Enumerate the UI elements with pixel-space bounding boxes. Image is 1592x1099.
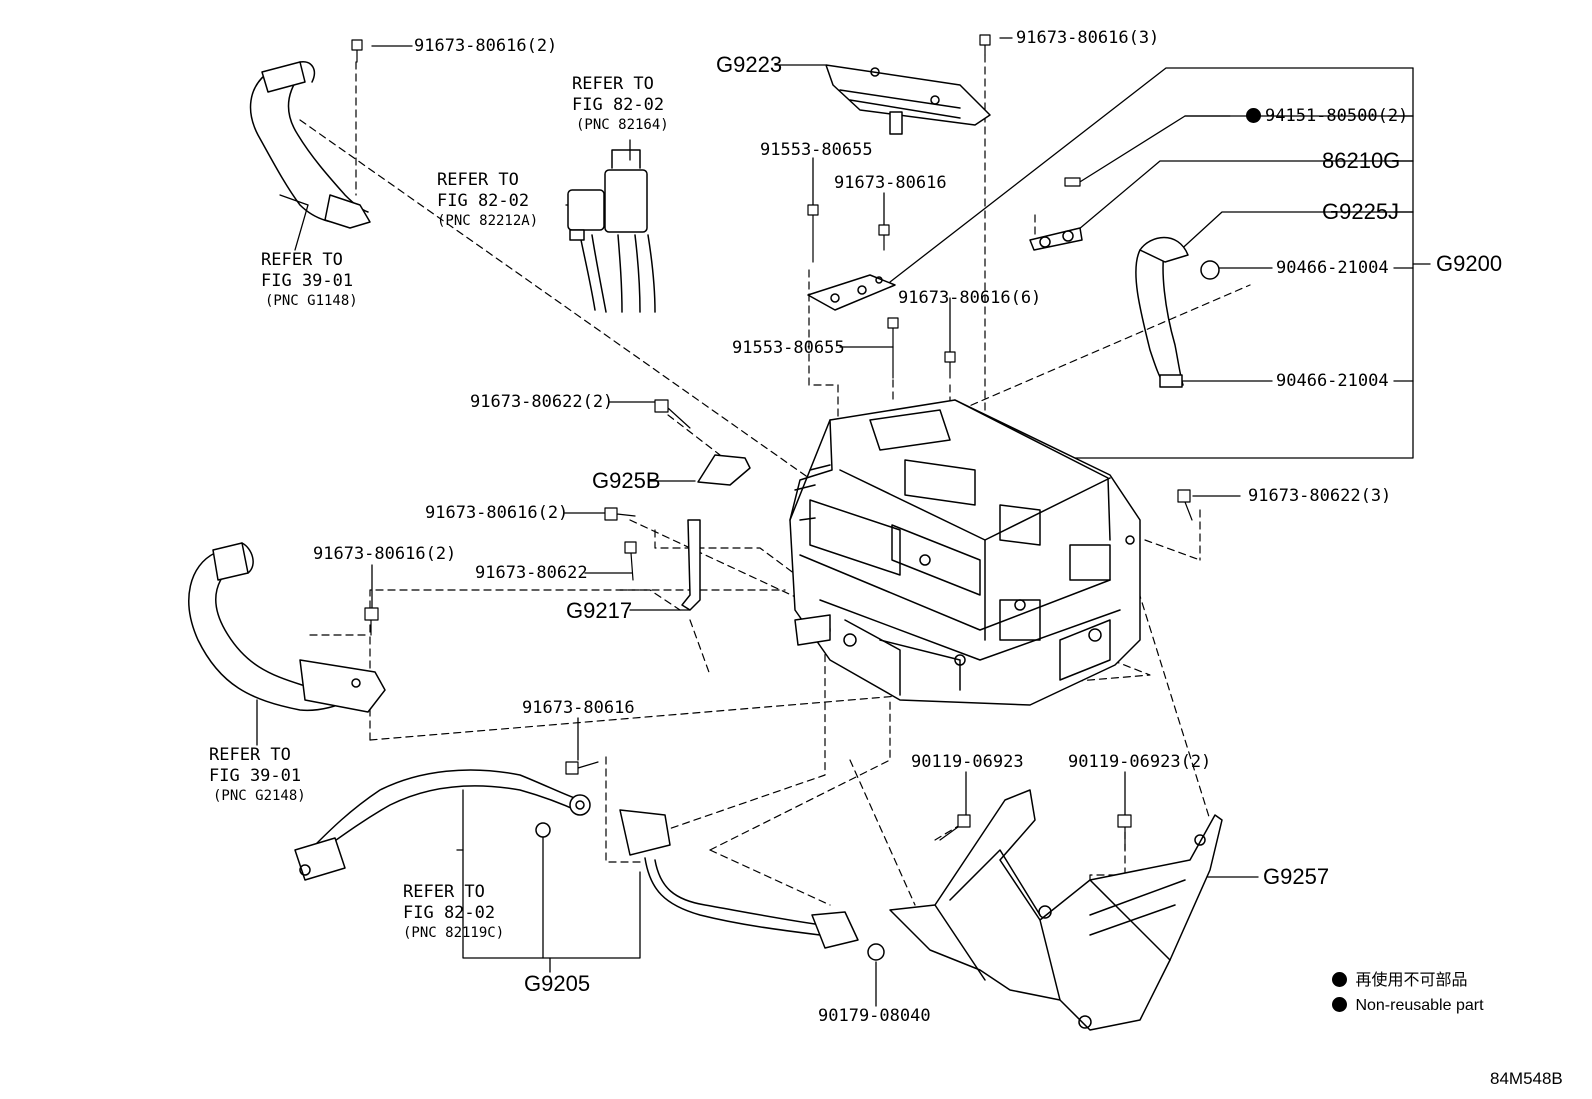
hose-lower-left xyxy=(188,542,386,713)
reference-note: REFER TO FIG 39-01 (PNC G1148) xyxy=(261,250,358,309)
reference-line: REFER TO xyxy=(209,745,291,765)
reference-note: REFER TO FIG 82-02 (PNC 82164) xyxy=(572,74,669,133)
reference-note: REFER TO FIG 39-01 (PNC G2148) xyxy=(209,745,306,804)
part-label: 91673-80622 xyxy=(475,563,588,583)
part-label: 91673-80622(2) xyxy=(470,392,614,412)
part-label: 91553-80655 xyxy=(732,338,845,358)
part-number-text: 94151-80500(2) xyxy=(1265,106,1409,126)
reference-line: REFER TO xyxy=(261,250,343,270)
reference-line: FIG 82-02 xyxy=(572,95,665,115)
reference-pnc: (PNC 82212A) xyxy=(437,213,539,229)
assembly-label: G9225J xyxy=(1322,199,1400,224)
reference-note: REFER TO FIG 82-02 (PNC 82212A) xyxy=(437,170,539,229)
reference-pnc: (PNC 82164) xyxy=(576,117,669,133)
legend-text: 再使用不可部品 xyxy=(1355,972,1468,989)
inverter-body xyxy=(789,399,1141,706)
assembly-label: G925B xyxy=(592,468,661,493)
reference-line: REFER TO xyxy=(437,170,519,190)
assembly-label: G9223 xyxy=(716,52,783,77)
reference-line: REFER TO xyxy=(572,74,654,94)
bolts xyxy=(351,34,1193,851)
reference-pnc: (PNC G1148) xyxy=(265,293,358,309)
part-label: 91673-80616(3) xyxy=(1016,28,1160,48)
reference-line: FIG 39-01 xyxy=(209,766,302,786)
non-reusable-dot-icon xyxy=(1332,972,1347,987)
non-reusable-dot-icon xyxy=(1246,108,1261,123)
part-label: 91673-80616 xyxy=(834,173,947,193)
bracket-g925b xyxy=(697,454,751,486)
part-label: 91673-80622(3) xyxy=(1248,486,1392,506)
legend-text: Non-reusable part xyxy=(1355,997,1484,1014)
assembly-label: G9205 xyxy=(524,971,591,996)
assembly-label: G9257 xyxy=(1263,864,1330,889)
part-label: 90466-21004 xyxy=(1276,371,1389,391)
reference-note: REFER TO FIG 82-02 (PNC 82119C) xyxy=(403,882,505,941)
hose-upper-left xyxy=(249,61,371,229)
connector-pair xyxy=(567,149,656,313)
legend-jp: 再使用不可部品 xyxy=(1332,972,1467,989)
assembly-label: G9217 xyxy=(566,598,633,623)
reference-line: FIG 82-02 xyxy=(437,191,530,211)
part-label: 91673-80616(2) xyxy=(425,503,569,523)
part-label: 90119-06923 xyxy=(911,752,1024,772)
reference-line: FIG 82-02 xyxy=(403,903,496,923)
part-label: 90119-06923(2) xyxy=(1068,752,1212,772)
non-reusable-dot-icon xyxy=(1332,997,1347,1012)
assembly-label: 86210G xyxy=(1322,148,1401,173)
diagram-code: 84M548B xyxy=(1490,1069,1563,1088)
part-label: 94151-80500(2) xyxy=(1246,108,1408,125)
reference-pnc: (PNC 82119C) xyxy=(403,925,505,941)
reference-line: REFER TO xyxy=(403,882,485,902)
part-label: 91673-80616 xyxy=(522,698,635,718)
cable-g9205 xyxy=(294,769,885,961)
bracket-small xyxy=(807,274,896,311)
part-label: 91673-80616(6) xyxy=(898,288,1042,308)
cover-plate xyxy=(825,64,991,135)
frame-g9257 xyxy=(889,789,1223,1031)
reference-line: FIG 39-01 xyxy=(261,271,354,291)
part-label: 90179-08040 xyxy=(818,1006,931,1026)
part-label: 91553-80655 xyxy=(760,140,873,160)
part-label: 90466-21004 xyxy=(1276,258,1389,278)
reference-pnc: (PNC G2148) xyxy=(213,788,306,804)
part-label: 91673-80616(2) xyxy=(313,544,457,564)
assembly-label: G9200 xyxy=(1436,251,1503,276)
bracket-g9217 xyxy=(681,519,701,611)
right-small-parts xyxy=(1029,227,1220,388)
part-label: 91673-80616(2) xyxy=(414,36,558,56)
legend-en: Non-reusable part xyxy=(1332,997,1484,1014)
